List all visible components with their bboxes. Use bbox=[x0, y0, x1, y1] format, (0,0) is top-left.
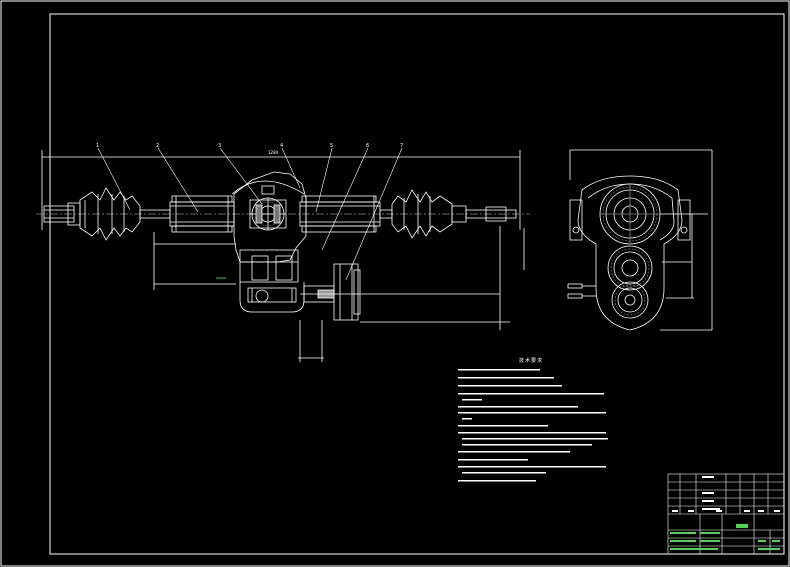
balloon-7: 7 bbox=[400, 143, 403, 149]
gear-teeth bbox=[255, 186, 658, 316]
notes-title: 技术要求 bbox=[518, 358, 543, 364]
side-view bbox=[567, 149, 713, 331]
balloon-5: 5 bbox=[330, 143, 333, 149]
main-assembly-view: 1280 bbox=[36, 150, 530, 362]
balloon-1: 1 bbox=[96, 143, 99, 149]
title-block bbox=[667, 473, 785, 555]
balloon-2: 2 bbox=[156, 143, 159, 149]
svg-text:1280: 1280 bbox=[268, 150, 279, 155]
balloon-4: 4 bbox=[280, 143, 283, 149]
technical-requirements: 技术要求 bbox=[456, 358, 606, 368]
inner-frame bbox=[49, 13, 785, 555]
title-block-white-marks bbox=[672, 476, 780, 512]
balloon-leaders bbox=[97, 147, 403, 281]
balloon-3: 3 bbox=[218, 143, 221, 149]
balloon-numbers: 1 2 3 4 5 6 7 bbox=[96, 143, 403, 149]
balloon-6: 6 bbox=[366, 143, 369, 149]
title-block-marks bbox=[670, 524, 780, 550]
